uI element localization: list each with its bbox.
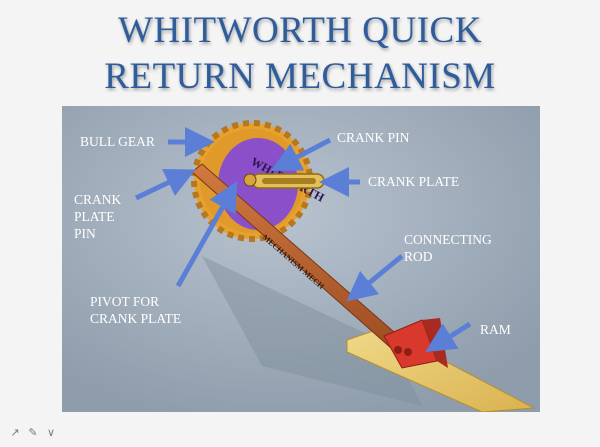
arrow-connecting-rod: [346, 254, 404, 302]
label-crank-plate-pin-2: PLATE: [74, 209, 115, 224]
label-crank-pin: CRANK PIN: [337, 130, 410, 145]
slide-toolbar: ↗ ✎ ∨: [8, 425, 58, 441]
label-crank-plate: CRANK PLATE: [368, 174, 460, 189]
label-ram: RAM: [480, 322, 511, 337]
crank-pin: [243, 173, 257, 187]
callout-arrows: [134, 127, 472, 352]
mechanism-illustration: WHITWORTH MECHANISM MECH: [62, 106, 540, 412]
label-crank-plate-pin-3: PIN: [74, 226, 96, 241]
mechanism-diagram: WHITWORTH MECHANISM MECH: [62, 106, 540, 412]
slide-title-line-2: RETURN MECHANISM: [104, 56, 496, 97]
arrow-crank-pin: [270, 137, 332, 171]
pen-icon[interactable]: ✎: [28, 426, 38, 439]
label-connecting-rod-2: ROD: [404, 249, 433, 264]
arrow-crank-plate-pin: [134, 168, 196, 201]
label-pivot-2: CRANK PLATE: [90, 311, 182, 326]
arrow-pivot: [175, 180, 238, 288]
label-bull-gear: BULL GEAR: [80, 134, 155, 149]
label-pivot-1: PIVOT FOR: [90, 294, 160, 309]
floor-shadow: [202, 256, 422, 406]
menu-icon[interactable]: ∨: [46, 426, 56, 439]
label-connecting-rod-1: CONNECTING: [404, 232, 492, 247]
crank-plate: [251, 173, 325, 189]
slide-title-line-1: WHITWORTH QUICK: [118, 10, 482, 51]
label-crank-plate-pin-1: CRANK: [74, 192, 122, 207]
pointer-icon[interactable]: ↗: [10, 426, 20, 439]
arrow-ram: [425, 321, 472, 352]
